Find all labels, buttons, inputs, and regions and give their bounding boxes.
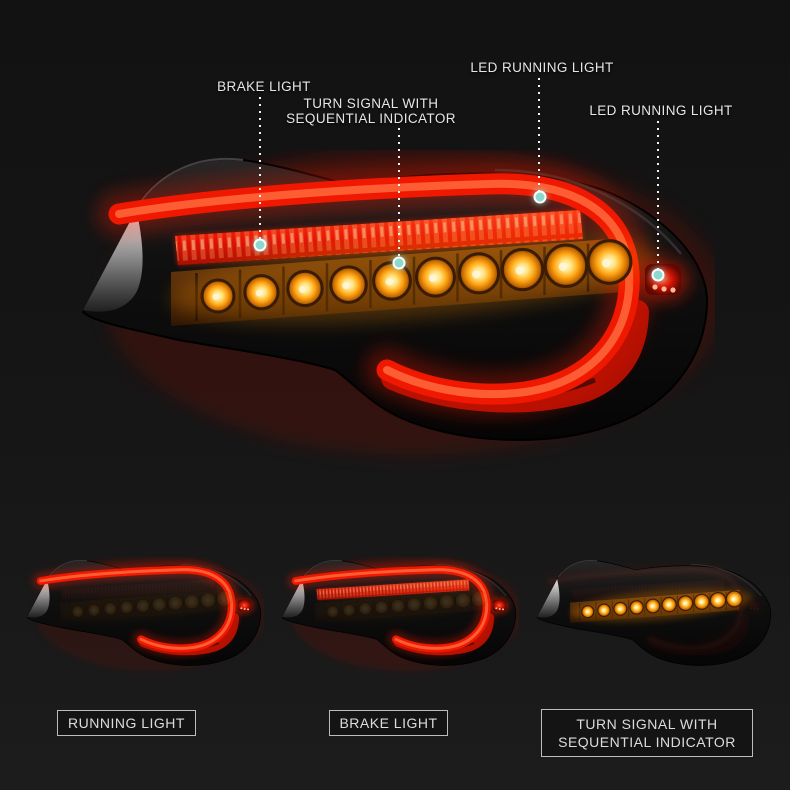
callout-label-led-running-top: LED RUNNING LIGHT xyxy=(470,60,614,75)
tail-light-thumb-turn xyxy=(534,557,774,688)
caption-label: BRAKE LIGHT xyxy=(339,715,438,731)
caption-label-line1: TURN SIGNAL WITH xyxy=(576,716,718,732)
caption-box-brake-light: BRAKE LIGHT xyxy=(329,710,448,736)
callout-label-line1: TURN SIGNAL WITH xyxy=(303,96,439,111)
callout-label-line2: SEQUENTIAL INDICATOR xyxy=(286,111,456,126)
callout-marker-dot xyxy=(651,268,665,282)
callout-line xyxy=(538,78,540,193)
callout-line xyxy=(657,121,659,270)
callout-label-turn-signal: TURN SIGNAL WITH SEQUENTIAL INDICATOR xyxy=(286,96,456,126)
callout-label-led-running-right: LED RUNNING LIGHT xyxy=(589,103,733,118)
caption-label-line2: SEQUENTIAL INDICATOR xyxy=(558,734,736,750)
tail-light-thumb-brake xyxy=(279,557,519,688)
tail-light-thumb-running xyxy=(24,557,264,688)
caption-label: RUNNING LIGHT xyxy=(68,715,185,731)
tail-light-photo-main xyxy=(75,150,715,500)
callout-marker-dot xyxy=(253,238,267,252)
caption-box-running-light: RUNNING LIGHT xyxy=(57,710,196,736)
caption-box-turn-signal: TURN SIGNAL WITH SEQUENTIAL INDICATOR xyxy=(541,709,753,757)
callout-label-brake-light: BRAKE LIGHT xyxy=(217,79,311,94)
callout-line xyxy=(398,128,400,259)
callout-marker-dot xyxy=(392,256,406,270)
callout-marker-dot xyxy=(533,190,547,204)
callout-line xyxy=(259,97,261,240)
